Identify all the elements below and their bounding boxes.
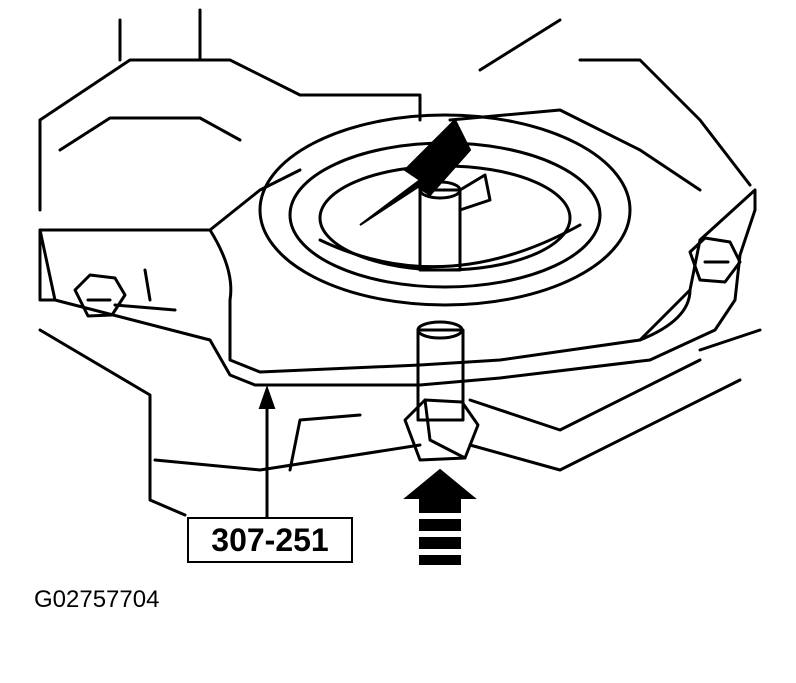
callout-arrowhead [258, 384, 276, 409]
engine-housing [38, 8, 762, 517]
turn-arrow-icon [359, 118, 472, 226]
bolt-icon [73, 236, 742, 318]
tool-number-callout: 307-251 [187, 517, 353, 563]
seal-remover-tool [38, 168, 757, 387]
tool-number-text: 307-251 [211, 521, 329, 558]
figure-id: G02757704 [34, 586, 160, 613]
forcing-screw [403, 173, 492, 462]
push-arrow-icon [403, 468, 477, 565]
